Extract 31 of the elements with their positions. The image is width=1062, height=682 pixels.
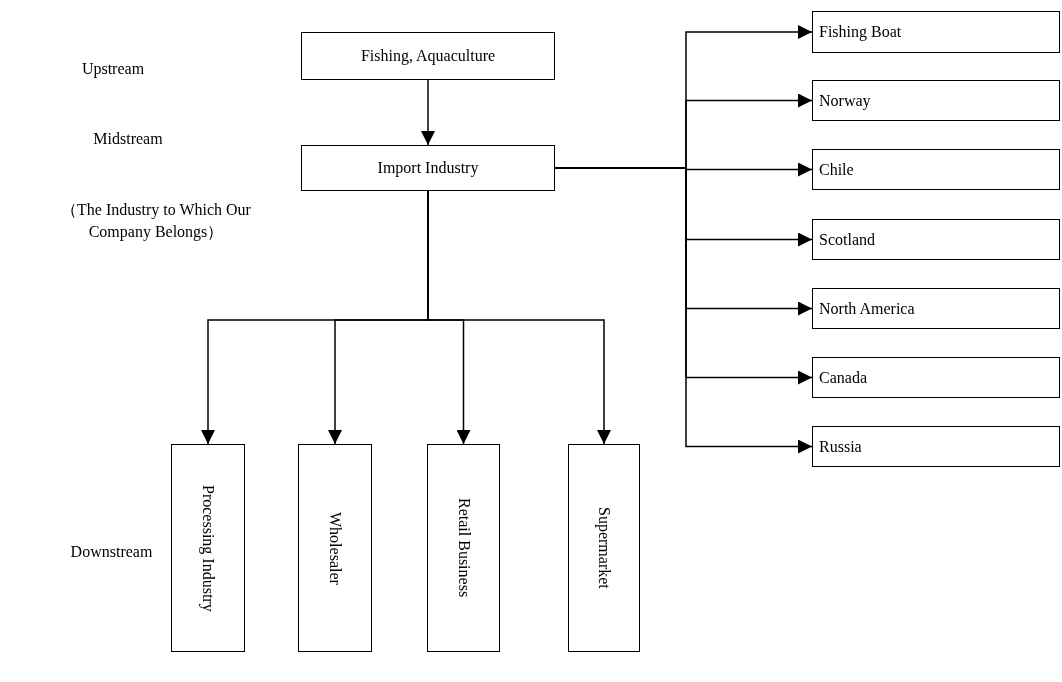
arrow xyxy=(421,79,435,146)
box-label: Processing Industry xyxy=(199,484,217,612)
process-box xyxy=(427,444,500,652)
stage-label: Upstream xyxy=(80,59,146,80)
process-box xyxy=(812,357,1060,398)
box-label: Canada xyxy=(819,368,867,387)
box-label: Retail Business xyxy=(454,498,473,598)
process-box xyxy=(301,32,555,80)
process-box xyxy=(568,444,640,652)
box-label: Import Industry xyxy=(377,159,479,177)
box-label: Fishing, Aquaculture xyxy=(360,47,496,65)
process-box xyxy=(812,219,1060,260)
process-box xyxy=(812,80,1060,121)
box-label: North America xyxy=(819,299,915,318)
process-box xyxy=(812,149,1060,190)
process-box xyxy=(301,145,555,191)
box-label: Scotland xyxy=(819,230,875,249)
process-box xyxy=(171,444,245,652)
stage-label: Downstream xyxy=(69,542,154,562)
box-label: Wholesaler xyxy=(326,511,344,585)
stage-label: （The Industry to Which Our Company Belongs） xyxy=(60,200,252,243)
box-label: Russia xyxy=(819,437,862,456)
process-box xyxy=(298,444,372,652)
process-box xyxy=(812,11,1060,53)
box-label: Chile xyxy=(819,160,854,179)
process-box xyxy=(812,288,1060,329)
box-label: Norway xyxy=(819,91,871,110)
box-label: Supermarket xyxy=(595,507,613,589)
box-label: Fishing Boat xyxy=(819,23,902,41)
stage-label: Midstream xyxy=(92,129,164,149)
process-box xyxy=(812,426,1060,467)
